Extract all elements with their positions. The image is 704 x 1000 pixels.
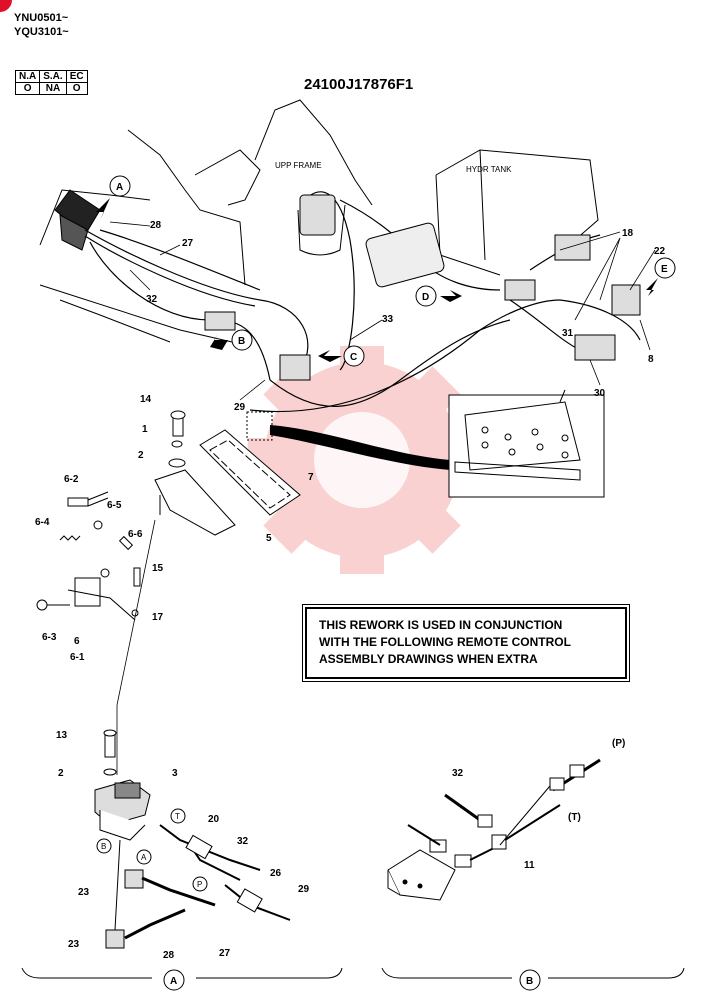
part-number-17: 17 <box>152 612 164 623</box>
hydr-tank-label: HYDR TANK <box>466 165 512 174</box>
corner-mark <box>0 0 12 12</box>
note-line-2: WITH THE FOLLOWING REMOTE CONTROL <box>319 635 571 649</box>
machine-outline <box>39 99 599 346</box>
code-value-sa: NA <box>39 82 67 95</box>
port-marker-b <box>96 838 112 854</box>
part-number-6-3: 6-3 <box>42 632 57 643</box>
part-number-13: 13 <box>56 730 68 741</box>
part-number-6-6: 6-6 <box>128 529 143 540</box>
part-number-30: 30 <box>594 388 606 399</box>
part-number-23b: 23 <box>68 939 80 950</box>
part-number-28b: 28 <box>163 950 175 961</box>
section-b-label: B <box>526 976 533 987</box>
drawing-number: 24100J17876F1 <box>304 76 414 93</box>
detail-callout-arrow <box>270 425 450 470</box>
port-marker-a <box>136 849 152 865</box>
part-number-6-2: 6-2 <box>64 474 79 485</box>
view-label-a: A <box>116 182 123 193</box>
part-number-11: 11 <box>524 860 535 871</box>
applicability-table: N.A S.A. EC O NA O <box>14 70 88 95</box>
part-number-6-4: 6-4 <box>35 517 50 528</box>
model-range-2: YQU3101~ <box>14 26 69 38</box>
section-a-label: A <box>170 976 177 987</box>
part-number-1: 1 <box>142 424 148 435</box>
section-a-marker <box>163 969 185 991</box>
part-number-2: 2 <box>138 450 144 461</box>
leader-lines <box>109 221 656 401</box>
part-number-29: 29 <box>234 402 246 413</box>
port-label-p-paren: (P) <box>612 738 625 749</box>
model-range-1: YNU0501~ <box>14 12 69 24</box>
part-number-32: 32 <box>146 294 158 305</box>
part-number-6-5: 6-5 <box>107 500 122 511</box>
part-number-32b: 32 <box>237 836 249 847</box>
view-arrow-a <box>96 175 131 220</box>
part-number-23a: 23 <box>78 887 90 898</box>
view-label-d: D <box>422 292 429 303</box>
components-top <box>204 194 641 381</box>
remote-control-pedal-top <box>54 189 101 251</box>
rework-note-box: THIS REWORK IS USED IN CONJUNCTION WITH … <box>302 604 630 682</box>
part-number-15: 15 <box>152 563 164 574</box>
note-line-1: THIS REWORK IS USED IN CONJUNCTION <box>319 618 563 632</box>
upp-frame-label: UPP FRAME <box>275 161 322 170</box>
part-number-26: 26 <box>270 868 282 879</box>
port-label-b: B <box>101 842 106 851</box>
part-number-27: 27 <box>182 238 194 249</box>
part-number-7: 7 <box>308 472 314 483</box>
part-number-8: 8 <box>648 354 654 365</box>
view-arrow-c <box>318 345 365 367</box>
detail-source-box <box>246 411 273 441</box>
section-a-assembly <box>94 729 291 949</box>
code-value-ec: O <box>65 82 88 95</box>
part-number-18: 18 <box>622 228 634 239</box>
part-number-28: 28 <box>150 220 162 231</box>
part-number-33: 33 <box>382 314 394 325</box>
section-a-leader <box>116 519 156 706</box>
section-b-marker <box>519 969 541 991</box>
port-label-t: T <box>175 812 180 821</box>
port-label-t-paren: (T) <box>568 812 581 823</box>
port-marker-p <box>192 876 208 892</box>
part-number-20: 20 <box>208 814 220 825</box>
part-number-5: 5 <box>266 533 272 544</box>
part-number-2b: 2 <box>58 768 64 779</box>
view-arrow-e <box>646 257 676 296</box>
view-arrow-d <box>415 285 462 307</box>
port-label-p: P <box>197 880 202 889</box>
part-number-32c: 32 <box>452 768 464 779</box>
view-label-c: C <box>350 352 357 363</box>
bracket-detail-box <box>448 394 605 498</box>
part-number-22: 22 <box>654 246 666 257</box>
part-number-6-1: 6-1 <box>70 652 85 663</box>
section-b-bracket <box>381 967 685 979</box>
pedal-assembly <box>154 410 301 536</box>
port-label-a: A <box>141 853 147 862</box>
section-a-bracket <box>21 967 343 979</box>
part-number-27b: 27 <box>219 948 231 959</box>
port-marker-t <box>170 808 186 824</box>
bracket-detail <box>454 389 581 481</box>
view-label-e: E <box>661 264 668 275</box>
note-line-3: ASSEMBLY DRAWINGS WHEN EXTRA <box>319 652 538 666</box>
part-number-3: 3 <box>172 768 178 779</box>
part-number-6: 6 <box>74 636 80 647</box>
part-number-14: 14 <box>140 394 152 405</box>
pedal-bracket-parts <box>36 491 141 621</box>
watermark-core <box>314 412 410 508</box>
part-number-29b: 29 <box>298 884 310 895</box>
view-label-b: B <box>238 336 245 347</box>
part-number-31: 31 <box>562 328 574 339</box>
view-arrow-b <box>210 329 253 351</box>
section-b-assembly <box>387 758 601 901</box>
